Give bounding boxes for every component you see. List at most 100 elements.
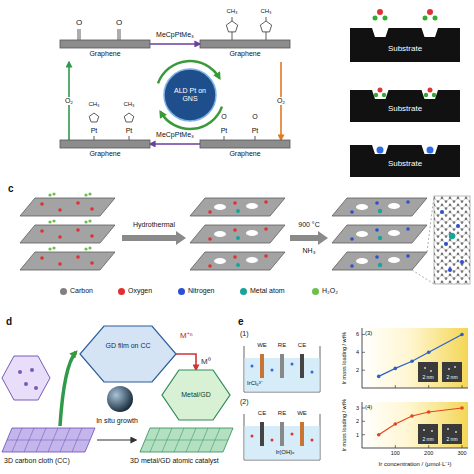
loading-charts — [448, 368, 450, 370]
legend-text: Oxygen — [128, 287, 152, 295]
loading-charts — [418, 424, 438, 444]
deposition-molecules — [427, 9, 433, 15]
caption-label: 3D carbon cloth (CC) — [4, 457, 70, 465]
tick-label: 3 — [356, 405, 359, 411]
electrode-label: WE — [257, 342, 267, 349]
synthesis-scheme — [444, 242, 448, 246]
graphene-bar — [60, 140, 150, 148]
step-label: 900 °C — [298, 221, 319, 229]
sub-panel-number: (3) — [365, 330, 372, 337]
loading-charts — [447, 428, 449, 430]
graphene-sheet: Graphene — [60, 140, 150, 162]
loading-charts — [394, 422, 398, 426]
legend-swatch — [178, 288, 185, 295]
electrodeposition-cells — [260, 354, 264, 378]
loading-charts — [431, 430, 433, 432]
electrode-label: CE — [298, 342, 306, 349]
legend-swatch — [312, 288, 319, 295]
legend-text: H₂O₂ — [322, 287, 338, 295]
loading-charts — [362, 402, 468, 448]
loading-charts — [418, 362, 438, 382]
loading-charts — [410, 359, 414, 363]
graphene-chemistry — [124, 113, 134, 122]
graphene-chemistry — [266, 17, 267, 21]
electrode-label: WE — [297, 410, 307, 417]
node-text: Graphene — [229, 50, 260, 58]
synthesis-scheme — [190, 225, 285, 243]
graphene-chemistry — [94, 136, 95, 140]
electrode-label: CE — [258, 410, 266, 417]
electrodeposition-cells — [280, 422, 284, 446]
group-label: CH₃ — [260, 8, 271, 15]
tick-label: 100 — [391, 450, 400, 456]
tick-label: 4 — [356, 349, 359, 355]
node-text: Substrate — [388, 44, 422, 53]
scale-bar-label: 2 nm — [446, 375, 457, 381]
graphene-bar — [200, 140, 290, 148]
loading-charts — [377, 375, 381, 379]
gd-scheme — [107, 386, 133, 412]
substrate-block: Substrate — [350, 145, 460, 177]
deposition-molecules — [377, 9, 383, 15]
atom-label: O — [76, 18, 82, 27]
deposition-molecules — [432, 93, 436, 97]
loading-charts — [454, 366, 456, 368]
atom-label: O — [116, 18, 122, 27]
electrodeposition-cells — [271, 369, 274, 372]
gd-scheme — [30, 368, 34, 372]
gd-scheme — [34, 386, 38, 390]
electrodeposition-cells — [251, 435, 254, 438]
atom-label: O — [221, 113, 226, 121]
electrodeposition-cells — [291, 433, 294, 436]
electrodeposition-cells — [244, 346, 320, 392]
gd-scheme — [145, 428, 228, 452]
atom-label: O — [252, 113, 257, 121]
synthesis-scheme — [434, 196, 470, 284]
synthesis-scheme — [122, 231, 186, 245]
synthesis-scheme — [449, 233, 455, 239]
gd-scheme — [24, 382, 28, 386]
group-label: CH₃ — [123, 101, 134, 108]
electrodeposition-cells — [271, 439, 274, 442]
deposition-molecules — [383, 16, 388, 21]
loading-charts — [362, 335, 462, 449]
loading-charts — [455, 431, 457, 433]
electrodeposition-cells — [260, 422, 264, 446]
synthesis-scheme — [440, 210, 444, 214]
synthesis-scheme — [20, 192, 470, 284]
deposition-molecules — [382, 93, 386, 97]
substrate-block: Substrate — [350, 90, 460, 122]
species-label: IrCl₆³⁻ — [247, 380, 263, 387]
loading-charts — [377, 433, 381, 437]
graphene-chemistry — [118, 29, 119, 40]
axis-title: Ir mass loading / wt% — [341, 399, 347, 451]
synthesis-scheme — [332, 198, 427, 216]
gd-scheme — [97, 439, 136, 440]
axis-title: Ir concentration / (μmol·L⁻¹) — [379, 461, 452, 468]
node-outline — [80, 326, 176, 382]
atom-label: Pt — [252, 127, 259, 135]
gd-scheme — [18, 370, 22, 374]
loading-charts — [427, 410, 431, 414]
legend-swatch — [118, 288, 125, 295]
graphene-chemistry — [80, 29, 81, 40]
graphene-chemistry — [226, 21, 237, 32]
legend-swatch — [60, 288, 67, 295]
synthesis-scheme — [427, 196, 434, 252]
connector-arrow — [150, 43, 200, 45]
loading-charts — [362, 402, 468, 448]
group-label: CH₃ — [226, 8, 237, 15]
node-text: Graphene — [229, 150, 260, 158]
loading-charts — [460, 333, 464, 337]
synthesis-scheme — [190, 198, 285, 216]
panel-letter: c — [8, 183, 14, 195]
graphene-chemistry — [232, 32, 233, 40]
graphene-chemistry — [89, 113, 99, 122]
cycle-circle: ALD Pt on GNS — [163, 68, 217, 122]
graphene-sheet: Graphene — [60, 40, 150, 62]
graphene-chemistry — [255, 136, 256, 140]
node-text: Metal/GD — [181, 391, 211, 399]
loading-charts — [410, 414, 414, 418]
